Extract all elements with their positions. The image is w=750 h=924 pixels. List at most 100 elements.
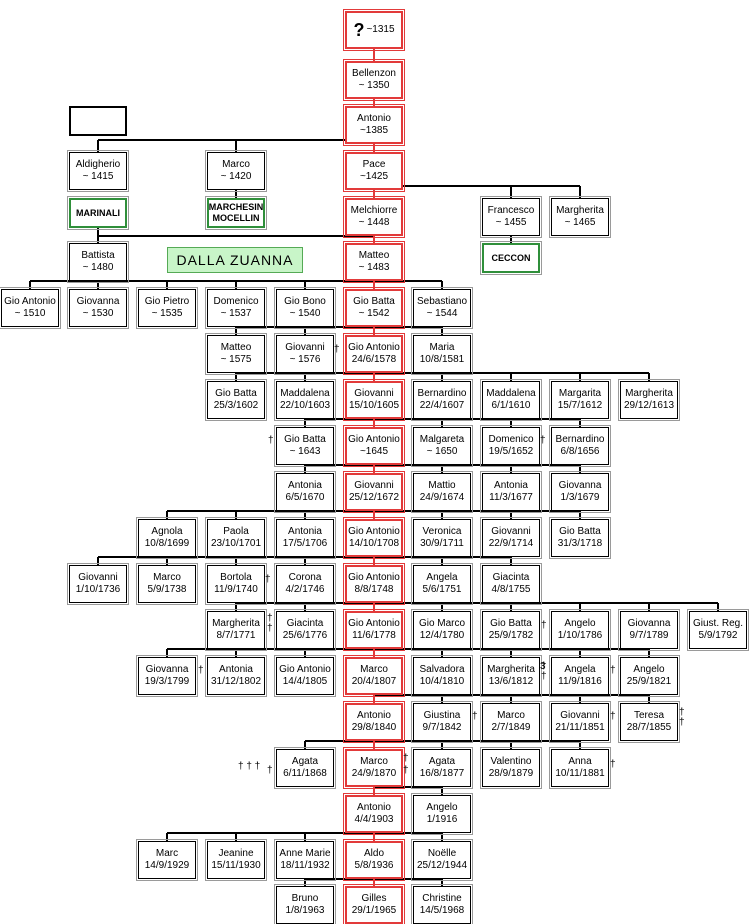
person-node-gio-antonio[interactable]: Gio Antonio~ 1510 [0,287,61,329]
person-node-giust-reg[interactable]: Giust. Reg.5/9/1792 [687,609,749,651]
person-node-gio-pietro[interactable]: Gio Pietro~ 1535 [136,287,198,329]
person-node-matteo[interactable]: Matteo~ 1575 [205,333,267,375]
person-node-gio-batta[interactable]: Gio Batta~ 1643 [274,425,336,467]
person-node-aldigherio[interactable]: Aldigherio~ 1415 [67,150,129,192]
person-date: 11/9/1816 [558,676,602,687]
person-node-sebastiano[interactable]: Sebastiano~ 1544 [411,287,473,329]
person-name: Antonio [357,113,391,124]
family-ceccon[interactable]: CECCON [480,241,542,275]
person-node-malgareta[interactable]: Malgareta~ 1650 [411,425,473,467]
person-name: Bellenzon [352,68,396,79]
death-mark: † † † [238,761,261,772]
person-node-giovanna[interactable]: Giovanna~ 1530 [67,287,129,329]
person-node-matteo[interactable]: Matteo~ 1483 [343,241,405,283]
person-date: ~ 1540 [289,308,321,319]
person-node-margherita[interactable]: Margherita~ 1465 [549,196,611,238]
person-node-domenico[interactable]: Domenico~ 1537 [205,287,267,329]
person-node-pace[interactable]: Pace~1425 [343,150,405,192]
person-node-marco[interactable]: Marco~ 1420 [205,150,267,192]
person-node-francesco[interactable]: Francesco~ 1455 [480,196,542,238]
person-name: Paola [223,526,249,537]
person-node-antonio[interactable]: Antonio~1385 [343,104,405,146]
person-node-gio-bono[interactable]: Gio Bono~ 1540 [274,287,336,329]
person-node-gio-antonio[interactable]: Gio Antonio~1645 [343,425,405,467]
person-name: Bortola [220,572,252,583]
family-marchesin-mocellin[interactable]: MARCHESIN MOCELLIN [205,196,267,230]
person-node-giovanni[interactable]: Giovanni~ 1576 [274,333,336,375]
family-marinali[interactable]: MARINALI [67,196,129,230]
person-node-battista[interactable]: Battista~ 1480 [67,241,129,283]
root-node[interactable]: ? ~1315 [343,9,405,51]
person-name: Marco [153,572,181,583]
person-node-gio-batta[interactable]: Gio Batta~ 1542 [343,287,405,329]
person-node-bellenzon[interactable]: Bellenzon~ 1350 [343,59,405,101]
person-node-melchiorre[interactable]: Melchiorre~ 1448 [343,196,405,238]
